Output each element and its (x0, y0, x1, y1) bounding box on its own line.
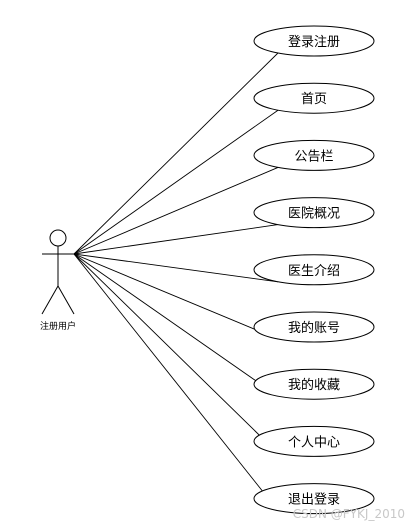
association-line (73, 253, 279, 283)
use-case-ellipse (253, 25, 375, 57)
use-case-ellipse (253, 139, 375, 171)
use-case-ellipse (253, 483, 375, 515)
association-line (73, 253, 279, 454)
actor-label: 注册用户 (40, 320, 76, 332)
use-case-ellipse (253, 368, 375, 400)
association-line (73, 253, 279, 511)
actor-right-leg (57, 285, 75, 315)
use-case-ellipse (253, 82, 375, 114)
association-line (73, 109, 279, 255)
use-case-label: 医生介绍 (288, 264, 340, 279)
uc-login-register: 登录注册 (253, 25, 375, 57)
use-case-label: 登录注册 (288, 35, 340, 50)
uc-doctor-intro: 医生介绍 (253, 254, 375, 286)
use-case-ellipse (253, 311, 375, 343)
uc-my-favorites: 我的收藏 (253, 368, 375, 400)
use-case-label: 医院概况 (288, 207, 340, 222)
use-case-label: 退出登录 (288, 493, 340, 508)
use-case-label: 我的账号 (288, 320, 340, 336)
association-line (73, 253, 279, 340)
uc-my-account: 我的账号 (253, 311, 375, 343)
uc-hospital-overview: 医院概况 (253, 197, 375, 229)
watermark: CSDN @FYKJ_2010 (293, 507, 405, 521)
uc-personal-center: 个人中心 (253, 425, 375, 457)
uc-logout: 退出登录 (253, 483, 375, 515)
use-case-ellipse (253, 254, 375, 286)
use-case-label: 我的收藏 (288, 377, 340, 393)
use-case-label: 公告栏 (294, 149, 333, 164)
actor-head (49, 229, 67, 247)
association-line (73, 253, 279, 397)
use-case-label: 首页 (301, 92, 327, 107)
use-case-ellipse (253, 425, 375, 457)
use-case-label: 个人中心 (288, 435, 340, 450)
actor-left-leg (41, 285, 59, 315)
association-lines (73, 52, 279, 511)
actor-registered-user: 注册用户 (40, 229, 76, 332)
use-case-ellipse (253, 197, 375, 229)
uc-bulletin: 公告栏 (253, 139, 375, 171)
association-line (73, 224, 279, 255)
association-line (73, 52, 279, 255)
uc-home: 首页 (253, 82, 375, 114)
association-line (73, 166, 279, 255)
